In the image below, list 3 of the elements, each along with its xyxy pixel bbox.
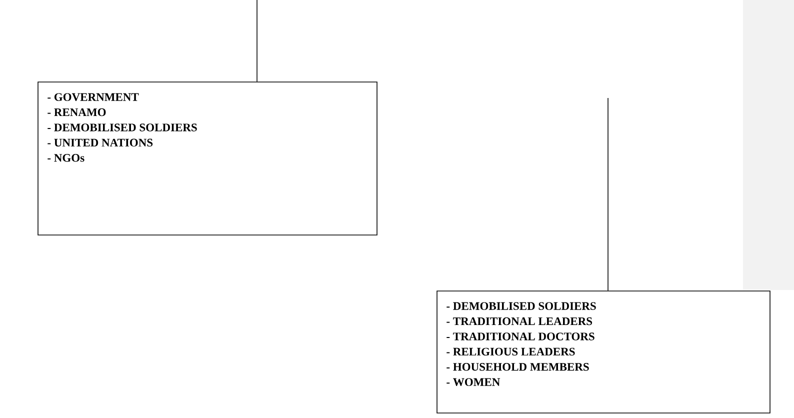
connector-line bbox=[256, 0, 258, 82]
list-box: - DEMOBILISED SOLDIERS - TRADITIONAL LEADERS - TRADITIONAL DOCTORS - RELIGIOUS LEADERS - HOUSEHOLD MEMBERS - WOMEN bbox=[436, 290, 770, 414]
list-box: - GOVERNMENT - RENAMO - DEMOBILISED SOLDIERS - UNITED NATIONS - NGOs bbox=[38, 82, 378, 236]
